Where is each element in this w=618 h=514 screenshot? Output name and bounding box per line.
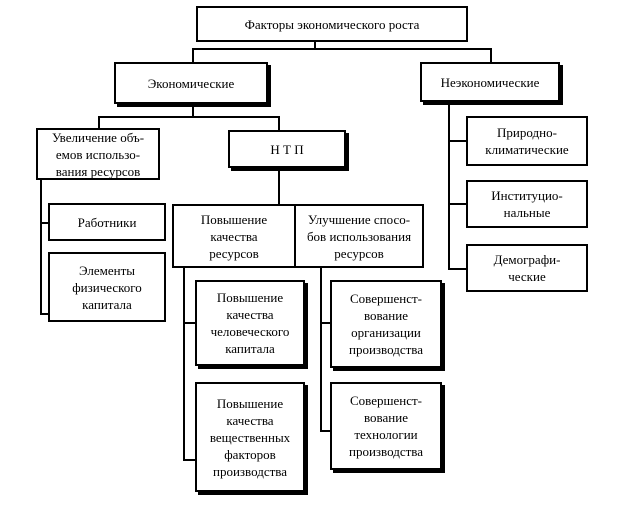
connector-line [278, 116, 280, 130]
economic-factors-box: Экономические [114, 62, 268, 104]
connector-line [320, 267, 322, 432]
demographic-box: Демографи- ческие [466, 244, 588, 292]
connector-line [183, 322, 197, 324]
connector-line [183, 267, 185, 461]
material-factors-box: Повышение качества вещественных факторов… [195, 382, 305, 492]
connector-line [192, 48, 194, 64]
connector-line [448, 268, 468, 270]
connector-line [448, 140, 468, 142]
root-box: Факторы экономического роста [196, 6, 468, 42]
connector-line [192, 48, 492, 50]
connector-line [278, 166, 280, 204]
non-economic-factors-box: Неэкономические [420, 62, 560, 102]
connector-line [448, 102, 450, 270]
resource-quality-box: Повышение качества ресурсов [172, 204, 296, 268]
connector-line [98, 116, 100, 128]
human-capital-box: Повышение качества человеческого капитал… [195, 280, 305, 366]
physical-capital-box: Элементы физического капитала [48, 252, 166, 322]
usage-methods-box: Улучшение спосо- бов использования ресур… [294, 204, 424, 268]
climate-box: Природно- климатические [466, 116, 588, 166]
connector-line [192, 104, 194, 118]
connector-line [183, 459, 197, 461]
organization-improvement-box: Совершенст- вование организации производ… [330, 280, 442, 368]
connector-line [320, 430, 332, 432]
workers-box: Работники [48, 203, 166, 241]
technology-improvement-box: Совершенст- вование технологии производс… [330, 382, 442, 470]
connector-line [98, 116, 280, 118]
connector-line [40, 178, 42, 315]
connector-line [448, 203, 468, 205]
institutional-box: Институцио- нальные [466, 180, 588, 228]
connector-line [314, 40, 316, 50]
ntp-box: Н Т П [228, 130, 346, 168]
connector-line [490, 48, 492, 62]
resource-volume-box: Увеличение объ- емов использо- вания рес… [36, 128, 160, 180]
connector-line [40, 222, 50, 224]
connector-line [320, 322, 332, 324]
connector-line [40, 313, 50, 315]
